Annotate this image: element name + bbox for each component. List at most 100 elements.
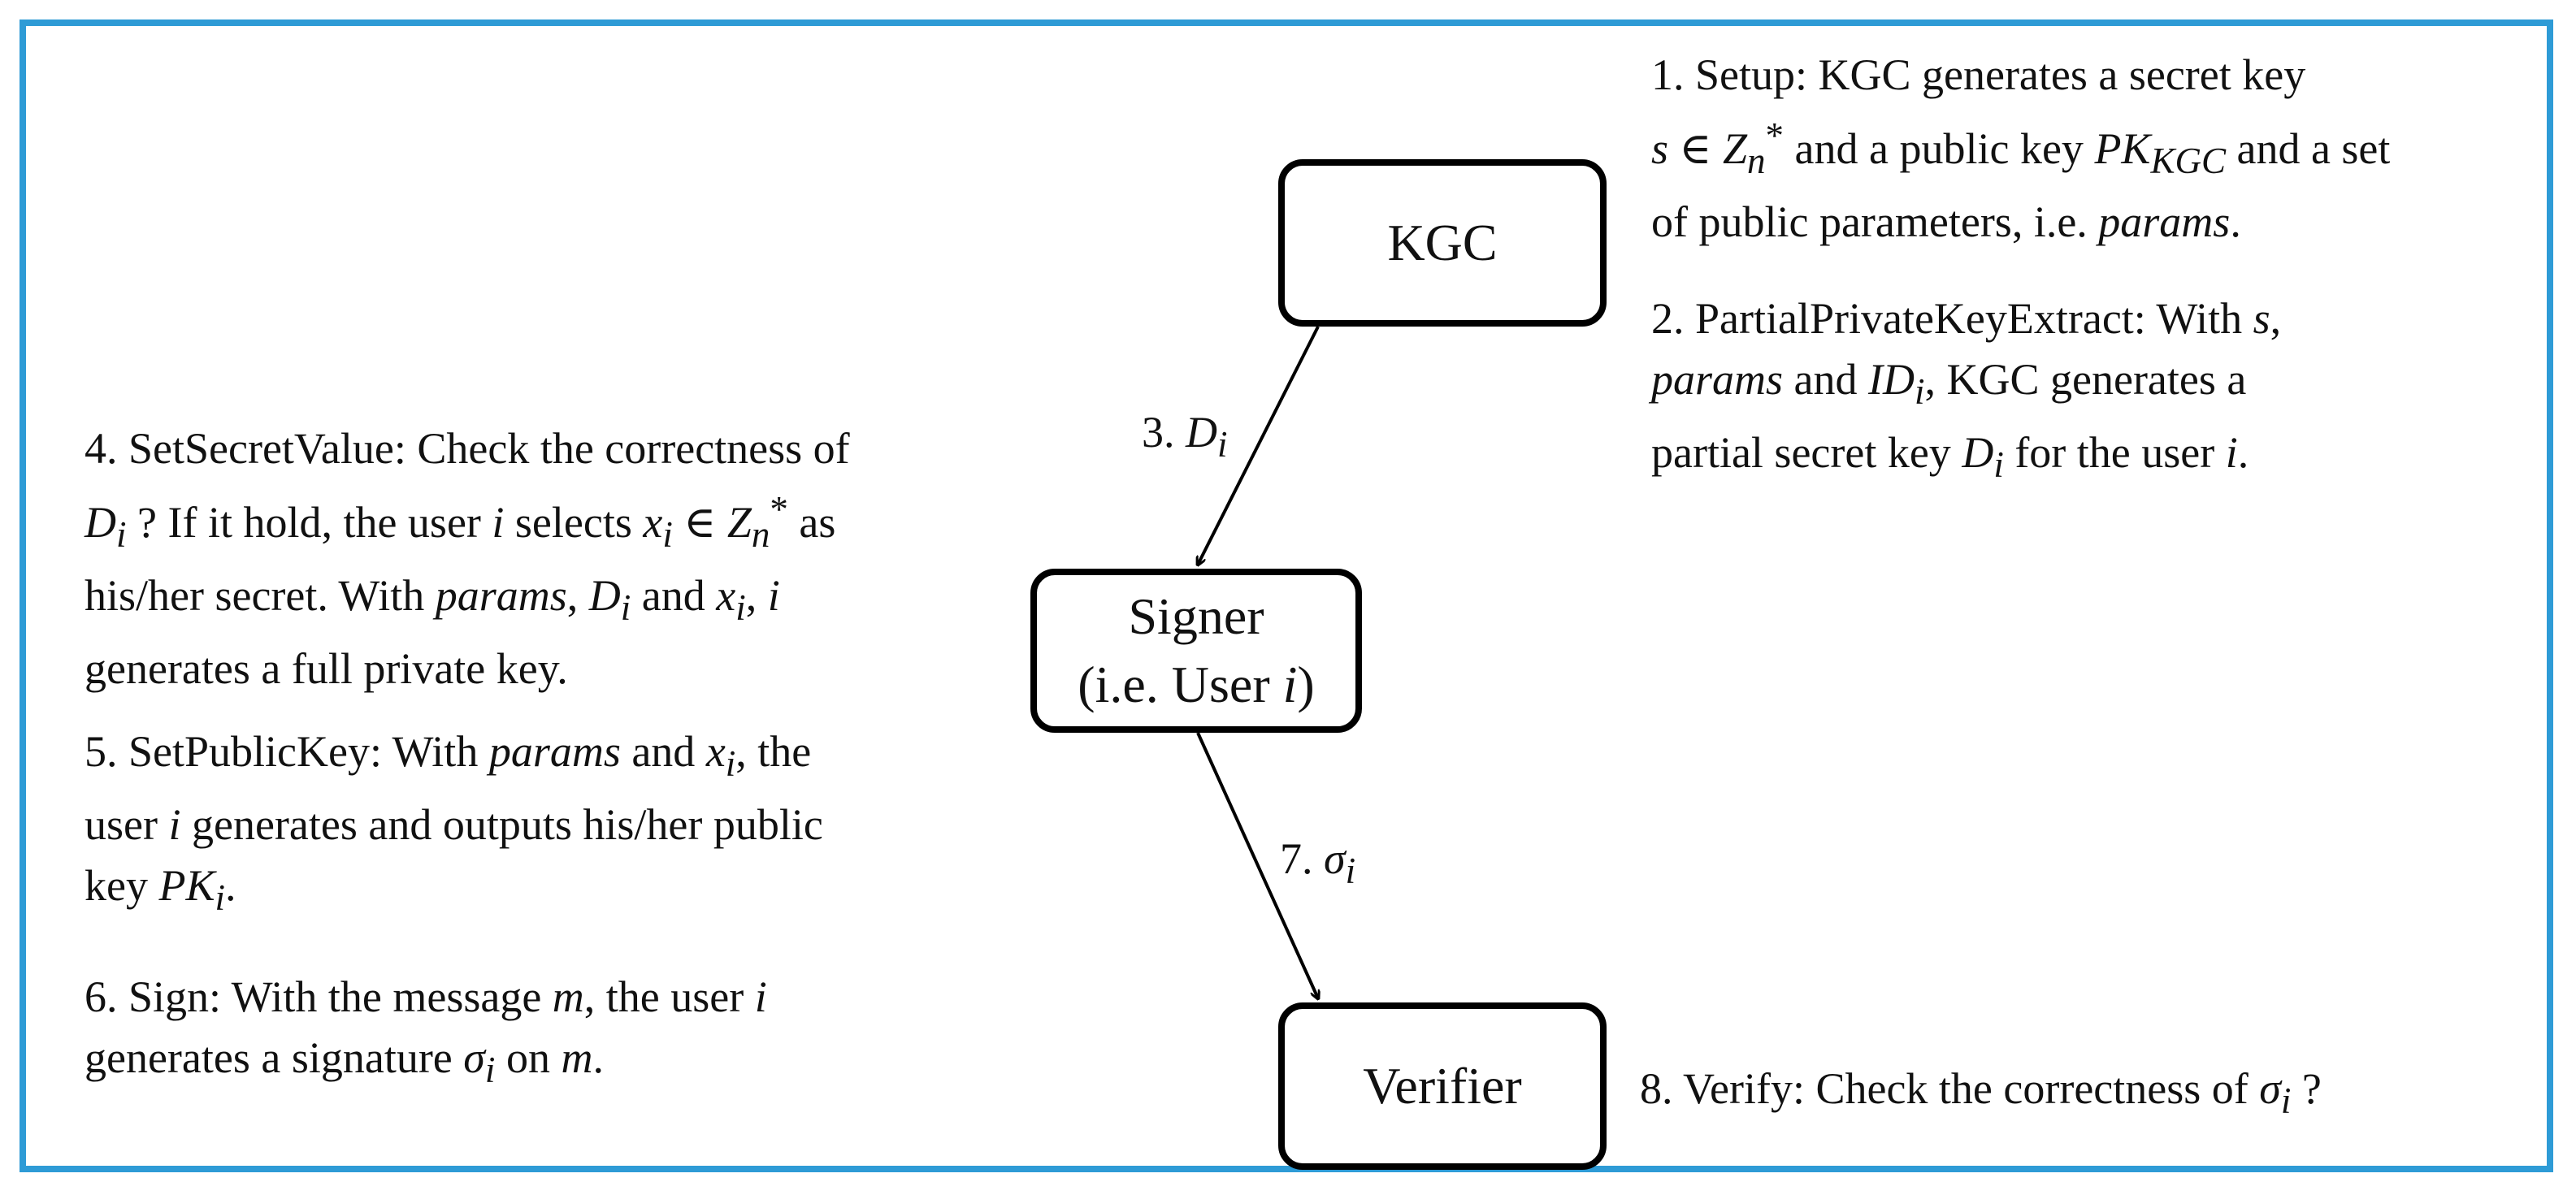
- signer-node: Signer (i.e. User i): [1030, 569, 1362, 733]
- arrow-signer-to-verifier: [1196, 732, 1318, 998]
- text-comma: ,: [566, 570, 589, 620]
- step-sign: 6. Sign: With the message m, the user i …: [85, 967, 1019, 1101]
- sym-i: i: [2280, 1080, 2292, 1121]
- step-setup-line1: 1. Setup: KGC generates a secret key: [1651, 50, 2306, 99]
- step-setsecret-line4: generates a full private key.: [85, 643, 568, 693]
- text-end: and a set: [2225, 124, 2391, 173]
- sym-params: params: [1651, 355, 1784, 404]
- sym-ID: ID: [1868, 355, 1915, 404]
- step-setsecret: 4. SetSecretValue: Check the correctness…: [85, 418, 1019, 699]
- sym-params: params: [488, 727, 621, 776]
- text-pre: his/her secret. With: [85, 570, 436, 620]
- signer-sublabel: (i.e. User i): [1078, 651, 1314, 719]
- sym-m: m: [561, 1033, 593, 1082]
- arrow-kgc-to-signer: [1198, 326, 1320, 565]
- sym-x: x: [705, 727, 726, 776]
- text-end: ,: [2270, 294, 2282, 343]
- step-partial-line3: partial secret key Di for the user i.: [1651, 422, 2529, 496]
- sym-PK: PK: [158, 860, 215, 910]
- text-end: .: [2237, 427, 2249, 477]
- text-pre: partial secret key: [1651, 427, 1962, 477]
- step-setpublic-line1: 5. SetPublicKey: With params and xi, the: [85, 721, 1019, 795]
- sym-s: s: [2253, 294, 2270, 343]
- sym-i: i: [735, 587, 746, 628]
- edge-label-di-sym: D: [1186, 408, 1217, 457]
- sym-x: x: [716, 570, 736, 620]
- step-verify: 8. Verify: Check the correctness of σi ?: [1640, 1059, 2322, 1132]
- signer-sublabel-pre: (i.e. User: [1078, 656, 1283, 713]
- text-pre: of public parameters, i.e.: [1651, 197, 2099, 246]
- sym-D: D: [588, 570, 621, 620]
- text-on: on: [495, 1033, 562, 1082]
- sym-KGC: KGC: [2150, 140, 2226, 181]
- text-and: and: [620, 727, 706, 776]
- sym-D: D: [1962, 427, 1994, 477]
- step-partial: 2. PartialPrivateKeyExtract: With s, par…: [1651, 288, 2529, 496]
- sym-n: n: [751, 513, 770, 555]
- step-partial-line1: 2. PartialPrivateKeyExtract: With s,: [1651, 288, 2529, 349]
- sym-i: i: [116, 513, 127, 555]
- text-sel: selects: [504, 498, 644, 547]
- sym-i: i: [1993, 444, 2004, 485]
- sym-i: i: [2225, 427, 2238, 477]
- sym-in: ∈: [1668, 124, 1723, 173]
- sym-Z: Z: [726, 498, 752, 547]
- step-setpublic-line2: user i generates and outputs his/her pub…: [85, 795, 1019, 855]
- text-pre: user: [85, 799, 169, 849]
- sym-in: ∈: [672, 498, 727, 547]
- sym-i: i: [620, 587, 631, 628]
- text-end: , KGC generates a: [1924, 355, 2247, 404]
- text-end: .: [225, 860, 236, 910]
- step-setup-line2: s ∈ Zn* and a public key PKKGC and a set: [1651, 106, 2529, 192]
- text-pre: 6. Sign: With the message: [85, 972, 553, 1021]
- step-setpublic-line3: key PKi.: [85, 855, 1019, 929]
- sym-i: i: [662, 513, 673, 555]
- text-mid: , the user: [583, 972, 755, 1021]
- sym-i: i: [168, 799, 181, 849]
- text-and: and: [631, 570, 717, 620]
- text-end: generates and outputs his/her public: [180, 799, 823, 849]
- sym-i: i: [767, 570, 780, 620]
- edge-label-sigma-sym: σ: [1324, 834, 1346, 883]
- sym-i: i: [492, 498, 505, 547]
- edge-label-di-num: 3.: [1142, 408, 1186, 457]
- sym-i: i: [1914, 370, 1925, 412]
- text-mid: for the user: [2003, 427, 2226, 477]
- edge-label-sigma-sub: i: [1345, 850, 1356, 891]
- edge-label-sigma: 7. σi: [1280, 829, 1355, 902]
- sym-star: *: [1765, 115, 1785, 156]
- step-setpublic: 5. SetPublicKey: With params and xi, the…: [85, 721, 1019, 929]
- signer-sublabel-post: ): [1297, 656, 1315, 713]
- step-sign-line1: 6. Sign: With the message m, the user i: [85, 967, 1019, 1028]
- sym-n: n: [1747, 140, 1766, 181]
- kgc-label: KGC: [1387, 214, 1498, 271]
- sym-D: D: [85, 498, 116, 547]
- text-pre: 8. Verify: Check the correctness of: [1640, 1064, 2260, 1113]
- text-comma: ,: [745, 570, 768, 620]
- verifier-node: Verifier: [1278, 1002, 1607, 1170]
- kgc-node: KGC: [1278, 159, 1607, 327]
- edge-label-sigma-num: 7.: [1280, 834, 1324, 883]
- edge-label-di-sub: i: [1217, 423, 1228, 465]
- step-setsecret-line1: 4. SetSecretValue: Check the correctness…: [85, 424, 850, 473]
- step-setsecret-line3: his/her secret. With params, Di and xi, …: [85, 565, 1019, 639]
- text-and: and: [1783, 355, 1868, 404]
- sym-m: m: [552, 972, 584, 1021]
- step-setsecret-line2: Di ? If it hold, the user i selects xi ∈…: [85, 479, 1019, 565]
- sym-s: s: [1651, 124, 1669, 173]
- step-partial-line2: params and IDi, KGC generates a: [1651, 349, 2529, 422]
- edge-label-di: 3. Di: [1142, 402, 1228, 475]
- step-sign-line2: generates a signature σi on m.: [85, 1028, 1019, 1101]
- text-mid: and a public key: [1784, 124, 2095, 173]
- sym-params: params: [435, 570, 567, 620]
- text-end: .: [2230, 197, 2241, 246]
- sym-x: x: [643, 498, 663, 547]
- sym-i: i: [484, 1049, 496, 1090]
- text-end: as: [787, 498, 836, 547]
- step-setup: 1. Setup: KGC generates a secret key s ∈…: [1651, 45, 2529, 253]
- sym-params: params: [2098, 197, 2231, 246]
- verifier-label: Verifier: [1363, 1057, 1522, 1115]
- sym-PK: PK: [2094, 124, 2151, 173]
- sym-i: i: [725, 743, 736, 784]
- sym-Z: Z: [1723, 124, 1748, 173]
